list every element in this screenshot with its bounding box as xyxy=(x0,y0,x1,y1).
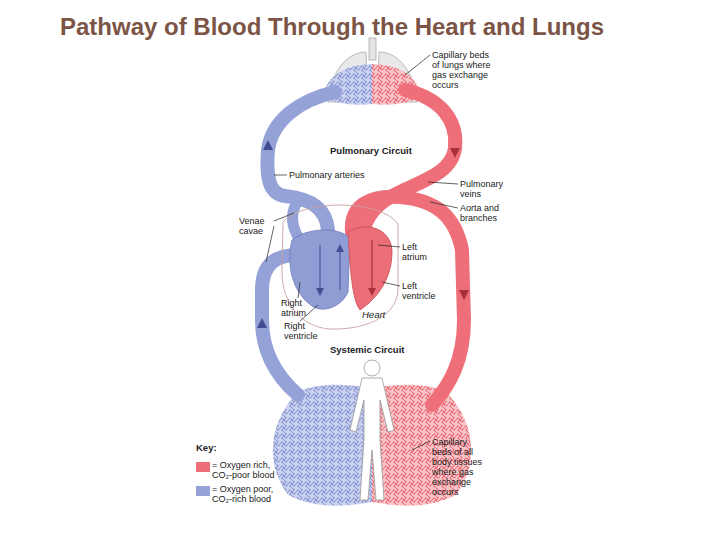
leader-line xyxy=(382,282,400,286)
body-head xyxy=(364,360,380,376)
flow-arrow xyxy=(459,290,469,300)
part-label: Right ventricle xyxy=(284,321,328,341)
heart-flow-line xyxy=(371,240,372,290)
leader-line xyxy=(378,245,400,247)
leader-lines xyxy=(266,55,458,450)
flow-arrow xyxy=(257,318,267,328)
part-label: Venae cavae xyxy=(239,216,273,236)
leader-line xyxy=(430,202,458,208)
flow-arrow xyxy=(450,148,460,158)
leader-line xyxy=(274,213,294,221)
leader-line xyxy=(412,441,430,450)
callout-label: Capillary beds of lungs where gas exchan… xyxy=(432,50,498,90)
circuit-label: Pulmonary Circuit xyxy=(330,146,420,156)
flow-arrow xyxy=(336,244,344,252)
right-heart xyxy=(290,230,350,309)
flow-arrow xyxy=(316,288,324,296)
leader-line xyxy=(405,55,430,75)
legend-swatch xyxy=(196,462,210,472)
legend-text: = Oxygen rich, CO₂-poor blood xyxy=(212,460,284,480)
part-label: Left atrium xyxy=(402,242,436,262)
trachea xyxy=(369,38,376,60)
body-silhouette xyxy=(350,378,394,500)
part-label: Right atrium xyxy=(281,298,315,318)
leader-line xyxy=(266,226,274,262)
left-heart xyxy=(348,227,392,310)
leader-line xyxy=(274,175,287,176)
leader-line xyxy=(428,182,458,184)
flow-arrow xyxy=(368,288,376,296)
legend-text: = Oxygen poor, CO₂-rich blood xyxy=(212,484,284,504)
circuit-label: Systemic Circuit xyxy=(330,345,420,355)
part-label: Aorta and branches xyxy=(460,203,508,223)
callout-label: Capillary beds of all body tissues where… xyxy=(432,437,488,497)
part-label: Pulmonary arteries xyxy=(289,170,369,180)
legend-swatch xyxy=(196,486,210,496)
part-label: Heart xyxy=(362,310,402,320)
part-label: Pulmonary veins xyxy=(460,179,510,199)
flow-arrow xyxy=(263,140,273,150)
diagram-title: Pathway of Blood Through the Heart and L… xyxy=(60,12,700,41)
pulmonary-artery-vessel xyxy=(267,92,335,230)
superior-vena-cava xyxy=(293,204,300,240)
leader-line xyxy=(298,282,300,298)
part-label: Left ventricle xyxy=(402,281,446,301)
key-heading: Key: xyxy=(196,443,236,453)
